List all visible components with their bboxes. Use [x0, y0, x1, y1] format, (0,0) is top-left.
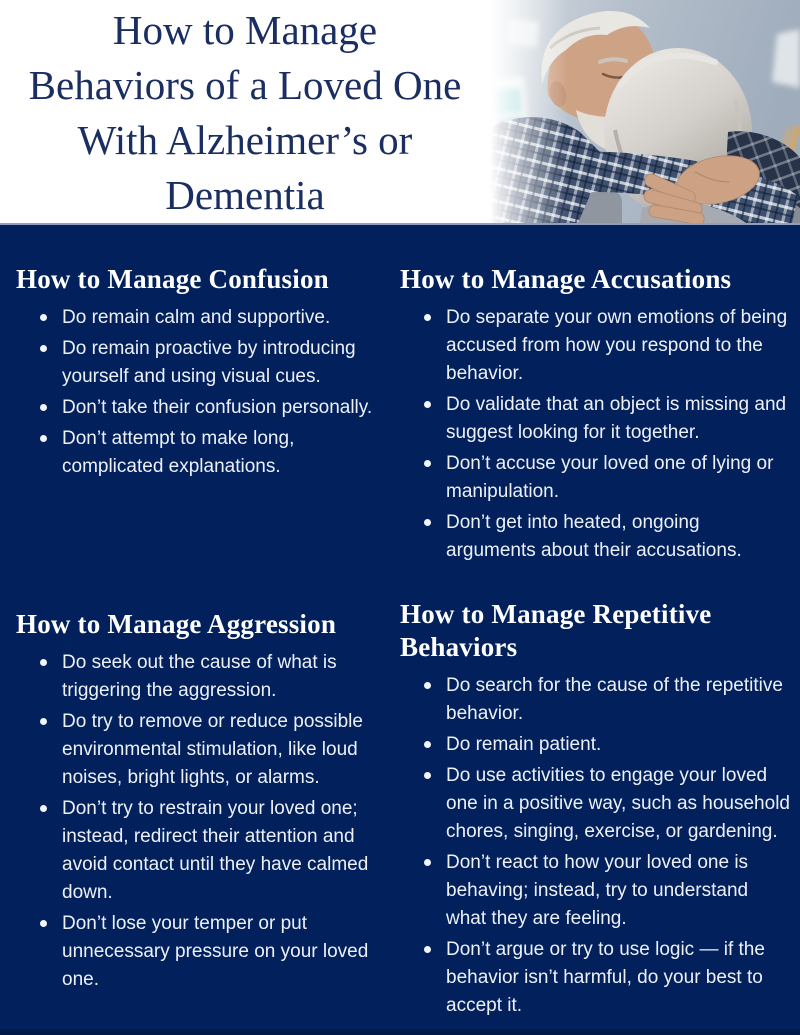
section-confusion: How to Manage Confusion Do remain calm a…	[16, 263, 384, 484]
bullet-list-accusations: Do separate your own emotions of being a…	[400, 304, 790, 565]
bullet-item: Don’t argue or try to use logic — if the…	[422, 936, 790, 1020]
elderly-couple-photo	[490, 0, 800, 223]
content-grid: How to Manage Confusion Do remain calm a…	[0, 225, 800, 1029]
bullet-item: Do try to remove or reduce possible envi…	[38, 708, 384, 792]
section-aggression: How to Manage Aggression Do seek out the…	[16, 608, 384, 997]
bullet-item: Do remain proactive by introducing yours…	[38, 335, 384, 391]
bullet-item: Don’t lose your temper or put unnecessar…	[38, 910, 384, 994]
bullet-item: Do remain calm and supportive.	[38, 304, 384, 332]
title-line-1: How to Manage	[112, 6, 378, 53]
bullet-item: Don’t accuse your loved one of lying or …	[422, 450, 790, 506]
bullet-list-repetitive: Do search for the cause of the repetitiv…	[400, 672, 790, 1020]
bullet-list-aggression: Do seek out the cause of what is trigger…	[16, 649, 384, 994]
bullet-item: Do use activities to engage your loved o…	[422, 762, 790, 846]
header: How to Manage Behaviors of a Loved One W…	[0, 0, 800, 223]
section-repetitive: How to Manage Repetitive Behaviors Do se…	[400, 598, 790, 1023]
title-line-3: With Alzheimer’s or	[77, 116, 413, 163]
bullet-item: Do search for the cause of the repetitiv…	[422, 672, 790, 728]
bullet-item: Don’t get into heated, ongoing arguments…	[422, 509, 790, 565]
bullet-item: Don’t try to restrain your loved one; in…	[38, 795, 384, 907]
bullet-item: Do remain patient.	[422, 731, 790, 759]
section-heading-aggression: How to Manage Aggression	[16, 609, 337, 639]
section-heading-repetitive: How to Manage Repetitive Behaviors	[400, 599, 712, 662]
bottom-bar	[0, 1029, 800, 1035]
page-title: How to Manage Behaviors of a Loved One W…	[0, 0, 490, 223]
section-accusations: How to Manage Accusations Do separate yo…	[400, 263, 790, 568]
bullet-list-confusion: Do remain calm and supportive. Do remain …	[16, 304, 384, 481]
bullet-item: Don’t take their confusion personally.	[38, 394, 384, 422]
bullet-item: Do validate that an object is missing an…	[422, 391, 790, 447]
section-heading-confusion: How to Manage Confusion	[16, 264, 329, 294]
section-heading-accusations: How to Manage Accusations	[400, 264, 732, 294]
bullet-item: Don’t attempt to make long, complicated …	[38, 425, 384, 481]
bullet-item: Do seek out the cause of what is trigger…	[38, 649, 384, 705]
bullet-item: Don’t react to how your loved one is beh…	[422, 849, 790, 933]
title-line-4: Dementia	[165, 171, 325, 218]
header-divider	[0, 223, 800, 225]
title-line-2: Behaviors of a Loved One	[28, 61, 462, 108]
bullet-item: Do separate your own emotions of being a…	[422, 304, 790, 388]
